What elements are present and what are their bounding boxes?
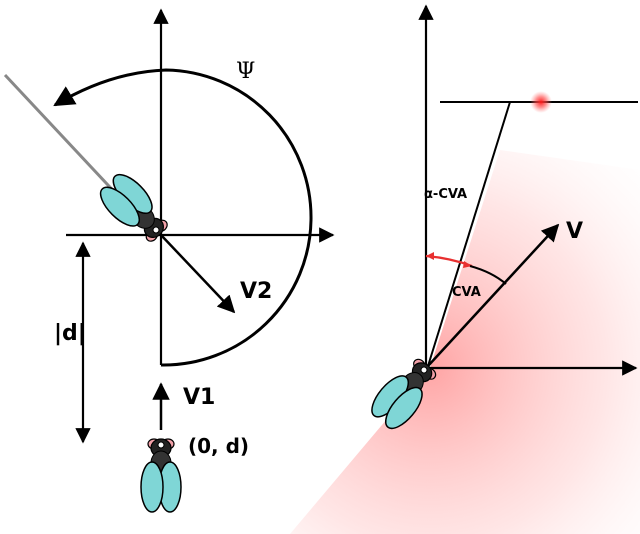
cva-label: CVA bbox=[452, 285, 481, 300]
alpha-cva-arrowhead-left bbox=[426, 252, 434, 260]
alpha-cva-arrowhead-right bbox=[463, 261, 472, 268]
v2-label: V2 bbox=[240, 279, 272, 304]
v2-arrow bbox=[160, 234, 236, 314]
v-arrow bbox=[427, 223, 560, 367]
origin-label: (0, d) bbox=[188, 434, 249, 458]
visual-cone bbox=[290, 150, 640, 534]
left-panel: Ψ V2 V1 |d| (0, d) bbox=[3, 8, 335, 513]
distance-label: |d| bbox=[54, 321, 86, 346]
v1-label: V1 bbox=[183, 385, 215, 410]
psi-angle-arc bbox=[53, 68, 313, 367]
target-direction-line bbox=[427, 101, 511, 367]
target-dot bbox=[530, 91, 552, 113]
right-panel: V α-CVA CVA bbox=[290, 4, 640, 534]
v-label: V bbox=[566, 219, 583, 244]
alpha-cva-label: α-CVA bbox=[424, 187, 467, 202]
fly-start bbox=[140, 438, 182, 513]
cva-arc bbox=[469, 265, 507, 285]
psi-label: Ψ bbox=[236, 59, 255, 84]
